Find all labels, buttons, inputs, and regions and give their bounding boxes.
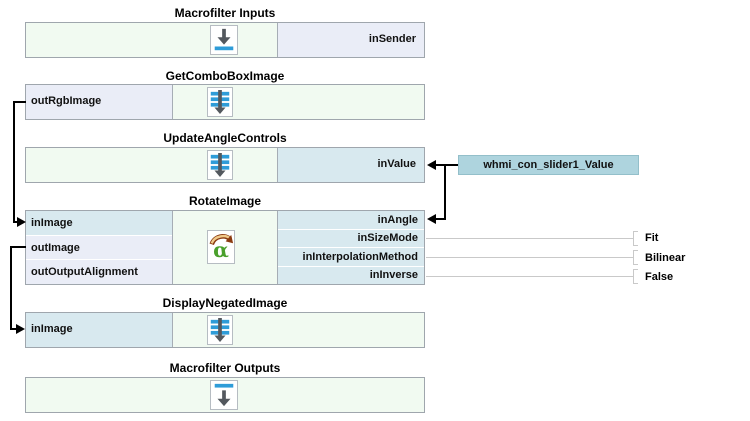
port-inimage[interactable]: inImage bbox=[26, 313, 173, 347]
constant-value-insizemode[interactable]: Fit bbox=[645, 232, 659, 244]
svg-text:α: α bbox=[213, 238, 229, 262]
block-rotateimage[interactable]: inImage outImage outOutputAlignment inAn… bbox=[25, 210, 425, 285]
block-getcomboboximage[interactable]: outRgbImage bbox=[25, 84, 425, 120]
rotate-image-icon: α bbox=[207, 230, 235, 264]
rotateimage-left-ports: inImage outImage outOutputAlignment bbox=[26, 211, 173, 285]
connection-arrowhead bbox=[17, 217, 26, 227]
input-arrow-glyph bbox=[214, 28, 234, 51]
block-macrofilter-inputs[interactable]: inSender bbox=[25, 22, 425, 58]
port-inangle[interactable]: inAngle bbox=[278, 211, 424, 229]
constant-bracket bbox=[633, 250, 638, 251]
connection-segment bbox=[13, 101, 15, 222]
constant-bracket bbox=[633, 269, 634, 284]
macrofilter-output-icon bbox=[210, 380, 238, 410]
port-outrgbimage[interactable]: outRgbImage bbox=[26, 85, 173, 119]
constant-line bbox=[426, 276, 633, 277]
constant-bracket bbox=[633, 245, 638, 246]
port-label: inAngle bbox=[377, 213, 418, 226]
macrofilter-glyph bbox=[210, 318, 230, 342]
rotateimage-right-ports: inAngle inSizeMode inInterpolationMethod… bbox=[277, 211, 424, 284]
rotate-alpha-glyph: α bbox=[209, 234, 234, 262]
port-label: inInverse bbox=[369, 269, 418, 282]
port-label: outImage bbox=[31, 241, 80, 254]
port-label: inSizeMode bbox=[357, 232, 418, 245]
block-title-macrofilter-inputs: Macrofilter Inputs bbox=[174, 6, 276, 20]
constant-value-ininverse[interactable]: False bbox=[645, 271, 674, 283]
port-label: inSender bbox=[368, 33, 416, 45]
constant-bracket bbox=[633, 269, 638, 270]
port-inimage[interactable]: inImage bbox=[26, 211, 172, 235]
port-insender[interactable]: inSender bbox=[277, 23, 424, 57]
connection-arrowhead bbox=[427, 214, 436, 224]
port-outimage[interactable]: outImage bbox=[26, 235, 172, 260]
connection-segment bbox=[10, 328, 17, 330]
macrofilter-glyph bbox=[210, 90, 230, 114]
constant-bracket bbox=[633, 250, 634, 265]
connection-segment bbox=[13, 221, 19, 223]
port-outoutputalignment[interactable]: outOutputAlignment bbox=[26, 260, 172, 285]
connection-segment bbox=[10, 246, 12, 330]
block-updateanglecontrols[interactable]: inValue bbox=[25, 147, 425, 183]
port-label: inImage bbox=[31, 323, 73, 335]
port-invalue[interactable]: inValue bbox=[277, 148, 424, 182]
port-label: inValue bbox=[377, 158, 416, 170]
port-label: outRgbImage bbox=[31, 95, 102, 107]
constant-bracket bbox=[633, 264, 638, 265]
connection-segment bbox=[436, 218, 444, 220]
constant-bracket bbox=[633, 231, 634, 246]
connection-segment bbox=[436, 164, 444, 166]
connection-segment bbox=[444, 164, 458, 166]
port-ininterpolationmethod[interactable]: inInterpolationMethod bbox=[278, 248, 424, 266]
constant-value-ininterpolationmethod[interactable]: Bilinear bbox=[645, 252, 686, 264]
block-title-rotateimage: RotateImage bbox=[188, 194, 262, 208]
block-title-updateanglecontrols: UpdateAngleControls bbox=[163, 131, 287, 145]
port-label: inInterpolationMethod bbox=[302, 250, 418, 263]
constant-line bbox=[426, 257, 633, 258]
port-insizemode[interactable]: inSizeMode bbox=[278, 229, 424, 247]
constant-line bbox=[426, 238, 633, 239]
block-displaynegatedimage[interactable]: inImage bbox=[25, 312, 425, 348]
macrofilter-icon bbox=[207, 315, 233, 345]
block-title-macrofilter-outputs: Macrofilter Outputs bbox=[169, 361, 281, 375]
macrofilter-icon bbox=[207, 87, 233, 117]
connection-segment bbox=[13, 101, 26, 103]
output-arrow-glyph bbox=[214, 383, 234, 407]
constant-bracket bbox=[633, 283, 638, 284]
macrofilter-input-icon bbox=[210, 25, 238, 55]
macrofilter-icon bbox=[207, 150, 233, 180]
block-title-displaynegatedimage: DisplayNegatedImage bbox=[162, 296, 288, 310]
port-ininverse[interactable]: inInverse bbox=[278, 266, 424, 284]
connection-arrowhead bbox=[427, 160, 436, 170]
connection-arrowhead bbox=[16, 324, 25, 334]
port-label: inImage bbox=[31, 216, 73, 229]
connection-segment bbox=[444, 164, 446, 220]
external-input-label-whmi-con-slider1-value[interactable]: whmi_con_slider1_Value bbox=[458, 155, 639, 175]
port-label: outOutputAlignment bbox=[31, 266, 138, 279]
block-title-getcomboboximage: GetComboBoxImage bbox=[165, 69, 285, 83]
block-macrofilter-outputs[interactable] bbox=[25, 377, 425, 413]
constant-bracket bbox=[633, 231, 638, 232]
connection-segment bbox=[10, 246, 26, 248]
macrofilter-glyph bbox=[210, 153, 230, 177]
